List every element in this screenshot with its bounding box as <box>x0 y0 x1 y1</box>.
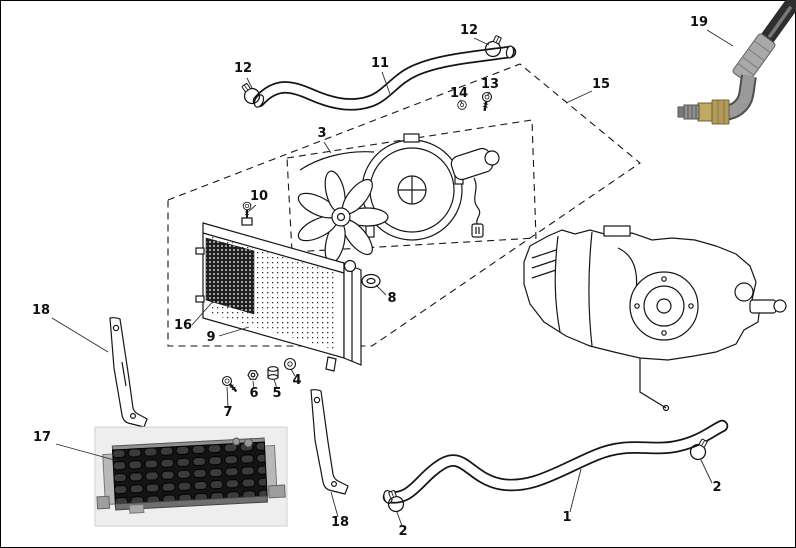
wire-connector <box>471 223 484 238</box>
callout-14-washer: 14 <box>450 86 468 101</box>
callout-16-core: 16 <box>174 318 192 333</box>
callout-15-boundary: 15 <box>592 77 610 92</box>
fan-motor <box>450 147 500 181</box>
fasteners <box>219 90 494 396</box>
callout-2-clamp-lower-left: 2 <box>398 524 407 539</box>
radiator-outlet-stub <box>325 356 337 372</box>
callout-6-nut: 6 <box>249 386 258 401</box>
callout-1-lower-hose: 1 <box>562 510 571 525</box>
callout-9-radiator: 9 <box>206 330 215 345</box>
callout-labels: 12 11 12 13 14 15 19 3 10 8 16 9 18 4 5 … <box>32 15 722 539</box>
boundary-outer <box>167 63 641 347</box>
callout-18-bracket-lower: 18 <box>331 515 349 530</box>
radiator-core-dense-fin-patch <box>205 237 255 315</box>
nut-part6 <box>247 370 259 380</box>
upper-hose <box>252 45 517 111</box>
fan-blades <box>297 170 389 264</box>
callout-17-oil-cooler: 17 <box>33 430 51 445</box>
callout-7-bolt: 7 <box>223 405 232 420</box>
radiator-mount-tab <box>241 217 253 226</box>
leader-lines <box>51 29 734 527</box>
callout-13-bolt: 13 <box>481 77 499 92</box>
clutch-cover-circle <box>629 271 699 341</box>
oil-cooler-photo <box>94 426 288 527</box>
spacer-part5 <box>267 366 279 380</box>
shroud-bracket-arm <box>299 151 375 171</box>
boundary-inner-fan <box>286 119 537 253</box>
callout-2-clamp-right: 2 <box>712 480 721 495</box>
cap-gasket-part8 <box>361 273 381 289</box>
filler-neck <box>343 259 357 273</box>
callout-12-upper-hose-right: 12 <box>460 23 478 38</box>
fitting-crimp-sleeve <box>732 33 776 83</box>
bracket-left <box>109 317 148 428</box>
fitting-hex-nut <box>711 99 730 125</box>
callout-18-bracket-left: 18 <box>32 303 50 318</box>
callout-3-fan-assembly: 3 <box>317 126 326 141</box>
callout-8-cap: 8 <box>387 291 396 306</box>
washer-part14 <box>457 100 467 110</box>
callout-4-washer: 4 <box>292 373 301 388</box>
fan-motor-wire <box>471 177 484 238</box>
oil-line-fitting-photo <box>677 0 796 125</box>
bracket-lower <box>310 389 349 495</box>
fitting-hex-nut-2 <box>697 102 713 122</box>
engine-case <box>523 225 787 412</box>
callout-19-fitting: 19 <box>690 15 708 30</box>
callout-5-spacer: 5 <box>272 386 281 401</box>
washer-part4 <box>283 357 297 371</box>
callout-10-bolt: 10 <box>250 189 268 204</box>
callout-11-upper-hose: 11 <box>371 56 389 71</box>
oil-cooler-body <box>112 441 268 507</box>
callout-12-upper-hose-left: 12 <box>234 61 252 76</box>
engine-hose-connector-line <box>639 358 667 409</box>
radiator <box>195 217 362 372</box>
